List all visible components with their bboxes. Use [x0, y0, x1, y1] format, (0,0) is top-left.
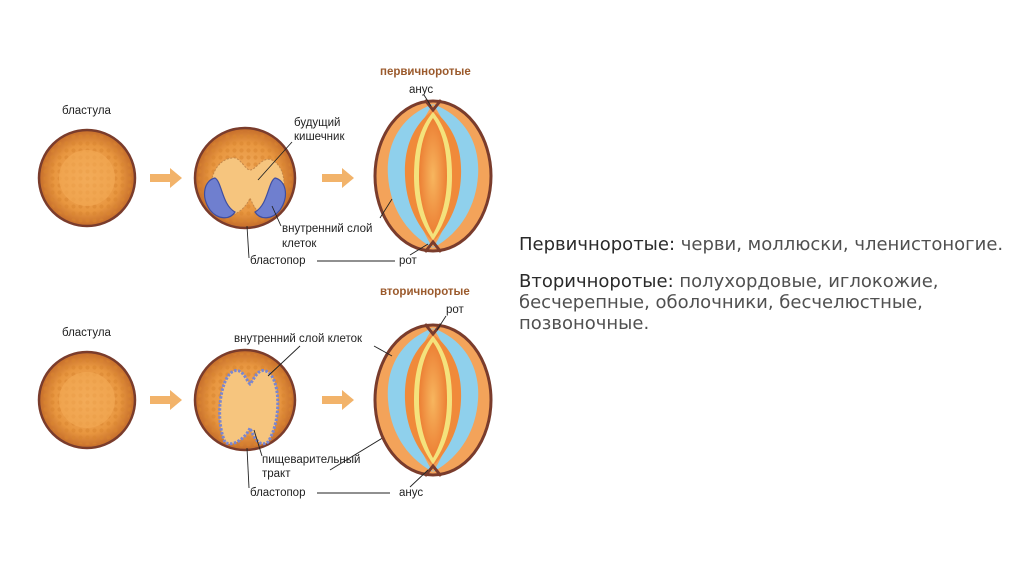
heading-protostomes: первичноротые: [380, 66, 471, 78]
leader-inner-layer-embryo-top: [379, 198, 393, 219]
deuterostomes-list: полухордовые, иглокожие, бесчерепные, об…: [519, 271, 939, 334]
leader-blastopore-top: [246, 225, 250, 259]
label-digestive-tract-line2: тракт: [262, 468, 291, 480]
label-anus-top: анус: [409, 84, 433, 96]
embryo-deuterostome: [373, 323, 493, 477]
label-future-gut-line1: будущий: [294, 117, 340, 129]
row-protostomes: бластула будущий кишечник внутренний сло…: [37, 66, 493, 267]
leader-inner-layer-bottom: [267, 345, 301, 377]
label-blastopore-top: бластопор: [250, 255, 305, 267]
deuterostomes-term: Вторичноротые:: [519, 271, 674, 292]
blastula-bottom: [37, 350, 137, 450]
protostomes-list: черви, моллюски, членистоногие.: [675, 234, 1004, 255]
leader-mouth-top: [409, 243, 429, 256]
gastrula-top: [193, 126, 297, 230]
protostomes-text: Первичноротые: черви, моллюски, членисто…: [519, 234, 1019, 255]
gastrula-bottom: [193, 348, 297, 452]
arrow-right-icon: [150, 390, 182, 410]
embryo-protostome: [373, 99, 493, 253]
label-future-gut-line2: кишечник: [294, 131, 345, 143]
label-inner-layer-bottom: внутренний слой клеток: [234, 333, 363, 345]
label-mouth-top: рот: [399, 255, 418, 267]
leader-mouth-bottom: [436, 315, 447, 331]
leader-anus-top: [423, 94, 432, 107]
arrow-right-icon: [150, 168, 182, 188]
label-inner-layer-top-line2: клеток: [282, 238, 317, 250]
label-blastula-bottom: бластула: [62, 327, 112, 339]
leader-anus-bottom: [409, 469, 429, 488]
leader-future-gut: [257, 141, 293, 181]
label-mouth-bottom: рот: [446, 304, 465, 316]
blastula-top: [37, 128, 137, 228]
label-inner-layer-top-line1: внутренний слой: [282, 223, 372, 235]
label-blastopore-bottom: бластопор: [250, 487, 305, 499]
leader-digestive-tract: [253, 429, 263, 457]
leader-inner-layer-top: [271, 205, 282, 227]
deuterostomes-text: Вторичноротые: полухордовые, иглокожие, …: [519, 271, 1019, 334]
arrow-right-icon: [322, 168, 354, 188]
label-digestive-tract-line1: пищеварительный: [262, 454, 360, 466]
label-anus-bottom: анус: [399, 487, 423, 499]
arrow-right-icon: [322, 390, 354, 410]
leader-inner-layer-embryo-bottom: [373, 345, 393, 357]
classification-summary: Первичноротые: черви, моллюски, членисто…: [519, 234, 1019, 350]
label-blastula-top: бластула: [62, 105, 112, 117]
row-deuterostomes: бластула внутренний слой клеток пищевари…: [37, 286, 493, 499]
heading-deuterostomes: вторичноротые: [380, 286, 470, 298]
leader-blastopore-bottom: [246, 447, 250, 489]
protostomes-term: Первичноротые:: [519, 234, 676, 255]
